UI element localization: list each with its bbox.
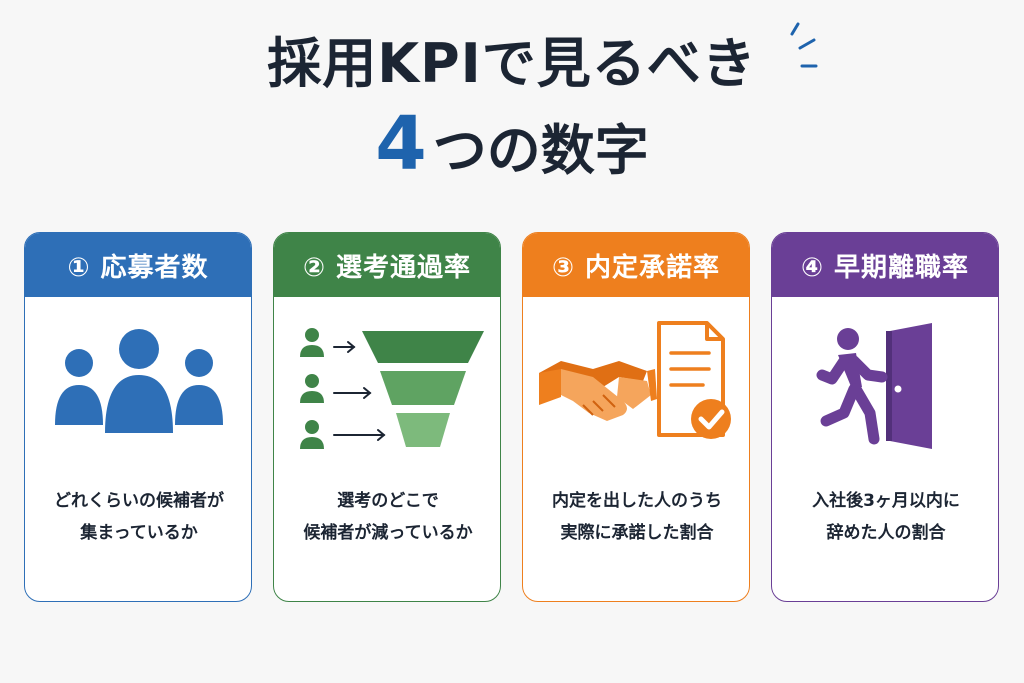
card-desc-line: 内定を出した人のうち [552, 491, 722, 511]
kpi-card-pass-rate: ② 選考通過率 選考のどこで 候補者が減っているか [273, 232, 501, 602]
card-description: どれくらいの候補者が 集まっているか [25, 485, 251, 549]
funnel-icon [300, 328, 484, 449]
card-description: 選考のどこで 候補者が減っているか [274, 485, 500, 549]
people-group-icon [55, 329, 223, 433]
title-line-2-text: つの数字 [432, 119, 649, 182]
card-desc-line: 入社後3ヶ月以内に [812, 491, 960, 511]
handshake-document-icon [539, 321, 731, 439]
kpi-card-early-turnover: ④ 早期離職率 入社後3ヶ月以内に 辞めた人の割合 [771, 232, 999, 602]
card-header: ② 選考通過率 [274, 233, 500, 297]
card-desc-line: 実際に承諾した割合 [560, 523, 714, 543]
card-desc-line: 候補者が減っているか [303, 523, 473, 543]
card-header: ④ 早期離職率 [772, 233, 998, 297]
card-desc-line: 選考のどこで [337, 491, 439, 511]
kpi-card-offer-acceptance: ③ 内定承諾率 内定を出した人のうち 実際に承諾した割合 [522, 232, 750, 602]
card-header: ③ 内定承諾率 [523, 233, 749, 297]
kpi-card-applicants: ① 応募者数 どれくらいの候補者が 集まっているか [24, 232, 252, 602]
title-number: 4 [375, 101, 427, 187]
card-desc-line: 辞めた人の割合 [826, 523, 946, 543]
title-line-1: 採用KPIで見るべき [267, 32, 757, 95]
card-description: 入社後3ヶ月以内に 辞めた人の割合 [772, 485, 998, 549]
sparkle-icon [790, 22, 818, 68]
kpi-cards: ① 応募者数 どれくらいの候補者が 集まっているか ② 選考通過率 [24, 232, 1000, 602]
card-desc-line: 集まっているか [80, 523, 198, 543]
card-header: ① 応募者数 [25, 233, 251, 297]
card-description: 内定を出した人のうち 実際に承諾した割合 [523, 485, 749, 549]
person-exit-door-icon [816, 323, 932, 449]
card-desc-line: どれくらいの候補者が [54, 491, 224, 511]
